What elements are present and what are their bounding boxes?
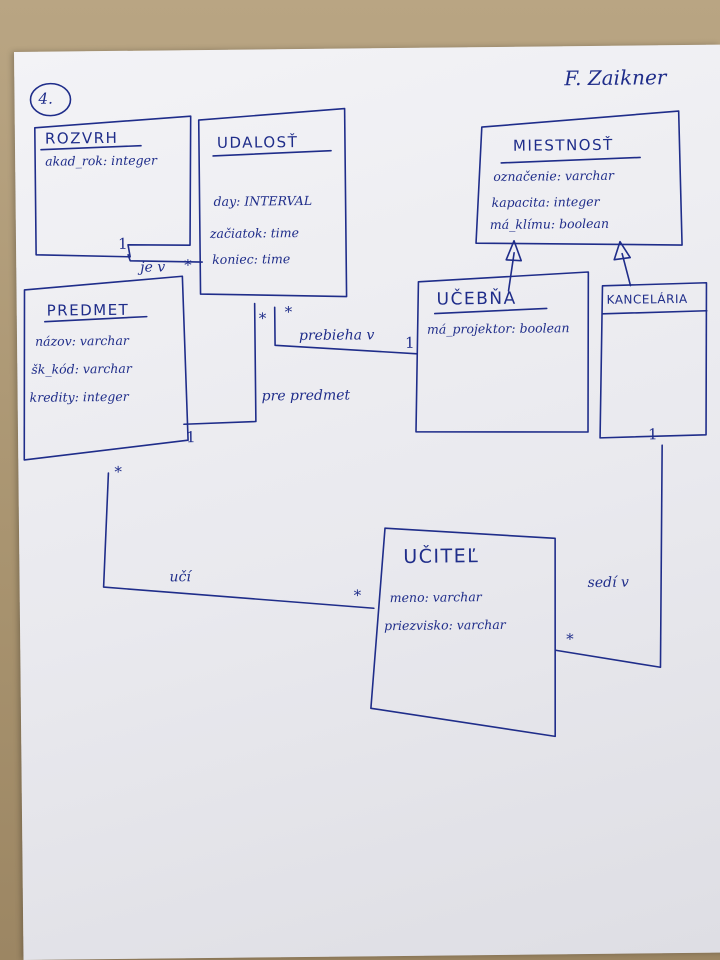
assoc-uci-label: učí xyxy=(169,569,191,586)
class-predmet-attr: šk_kód: varchar xyxy=(31,360,132,377)
ucebna-generalization-line xyxy=(507,251,515,292)
rozvrh-underline xyxy=(40,144,142,151)
assoc-je-v-label: je v xyxy=(140,259,166,276)
class-ucitel-name: UČITEĽ xyxy=(403,545,480,568)
miestnost-underline xyxy=(500,156,641,164)
diagram-lines xyxy=(23,82,708,738)
assoc-sedi-v-mult-b: * xyxy=(566,630,574,649)
class-ucebna-attr: má_projektor: boolean xyxy=(426,320,570,337)
class-miestnost-attr: kapacita: integer xyxy=(491,193,600,211)
author-signature: F. Zaikner xyxy=(564,65,667,91)
assoc-uci-mult-a: * xyxy=(114,462,122,481)
assoc-prebieha-v-mult-b: 1 xyxy=(404,333,415,352)
class-predmet-name: PREDMET xyxy=(46,300,130,320)
ucebna-underline xyxy=(433,307,548,315)
assoc-pre-predmet-mult-a: * xyxy=(258,309,267,328)
assoc-sedi-v-mult-a: 1 xyxy=(647,425,658,444)
sedi-v-line xyxy=(555,444,663,669)
class-miestnost-attr: označenie: varchar xyxy=(493,167,615,184)
class-udalost-attr: koniec: time xyxy=(212,251,291,267)
udalost-underline xyxy=(212,149,332,157)
class-udalost-name: UDALOSŤ xyxy=(216,133,299,152)
uci-line xyxy=(102,472,375,610)
class-ucitel-attr: priezvisko: varchar xyxy=(383,616,506,634)
paper-sheet: 4. F. Zaikner ROZVRH akad_rok: integer U… xyxy=(14,44,720,960)
rozvrh-box xyxy=(33,115,192,258)
class-rozvrh-attr: akad_rok: integer xyxy=(45,152,158,169)
je-v-line xyxy=(127,254,204,263)
assoc-je-v-mult-a: 1 xyxy=(117,234,128,253)
miestnost-box xyxy=(475,110,683,246)
udalost-box xyxy=(197,107,348,298)
pre-predmet-line xyxy=(183,302,257,426)
assoc-je-v-mult-b: * xyxy=(184,256,192,275)
class-miestnost-name: MIESTNOSŤ xyxy=(512,135,614,155)
class-kancelaria-name: KANCELÁRIA xyxy=(606,291,688,307)
kancelaria-divider xyxy=(601,309,708,315)
class-miestnost-attr: má_klímu: boolean xyxy=(489,215,610,233)
corner-number: 4. xyxy=(38,89,53,108)
assoc-uci-mult-b: * xyxy=(353,586,362,605)
ucebna-generalization-arrow xyxy=(505,239,523,262)
assoc-sedi-v-label: sedí v xyxy=(587,574,629,592)
assoc-prebieha-v-mult-a: * xyxy=(284,303,293,322)
class-udalost-attr: day: INTERVAL xyxy=(213,192,313,209)
assoc-prebieha-v-label: prebieha v xyxy=(298,327,375,345)
class-rozvrh-name: ROZVRH xyxy=(44,128,119,148)
predmet-underline xyxy=(44,315,148,323)
class-predmet-attr: názov: varchar xyxy=(34,332,129,349)
ucebna-box xyxy=(415,271,590,433)
class-predmet-attr: kredity: integer xyxy=(29,388,129,405)
number-circle xyxy=(29,82,72,117)
prebieha-v-line xyxy=(273,306,418,355)
class-ucebna-name: UČEBŇA xyxy=(436,288,517,310)
kancelaria-generalization-arrow xyxy=(613,240,631,261)
assoc-pre-predmet-mult-b: 1 xyxy=(185,428,196,447)
predmet-box xyxy=(23,275,189,461)
ucitel-box xyxy=(370,527,556,738)
class-udalost-attr: začiatok: time xyxy=(209,225,300,241)
assoc-pre-predmet-label: pre predmet xyxy=(261,387,351,405)
kancelaria-box xyxy=(599,281,708,439)
class-ucitel-attr: meno: varchar xyxy=(389,589,482,606)
